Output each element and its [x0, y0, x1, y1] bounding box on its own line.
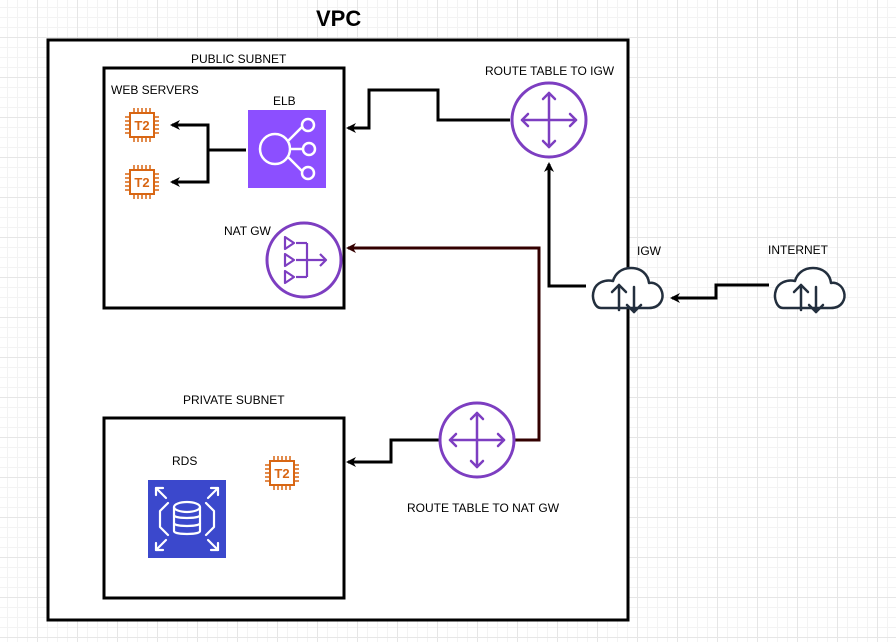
- vpc-title: VPC: [316, 6, 362, 31]
- igw-route-to-public-subnet-connector: [346, 88, 510, 133]
- private-subnet-box: [102, 416, 346, 600]
- igw-to-route-table-connector: [544, 162, 586, 288]
- web-server-2-chip-icon: T2: [124, 164, 160, 200]
- rds-label: RDS: [172, 454, 198, 468]
- route-table-nat-label: ROUTE TABLE TO NAT GW: [407, 501, 560, 515]
- igw-label: IGW: [637, 244, 661, 258]
- web-server-1-label: T2: [134, 118, 149, 133]
- internet-cloud-up-down-icon: [773, 266, 846, 314]
- nat-gw-label: NAT GW: [224, 224, 271, 238]
- nat-gateway-icon: [265, 221, 343, 299]
- route-table-igw-router-icon: [510, 81, 588, 159]
- web-server-2-label: T2: [134, 175, 149, 190]
- route-table-nat-router-icon: [438, 401, 516, 479]
- nat-route-to-private-subnet-connector: [346, 438, 440, 467]
- internet-label: INTERNET: [768, 243, 828, 257]
- web-server-1-chip-icon: T2: [124, 107, 160, 143]
- public-subnet-box: [102, 66, 346, 310]
- internet-to-igw-connector: [670, 283, 769, 303]
- route-table-igw-label: ROUTE TABLE TO IGW: [485, 64, 615, 78]
- web-servers-label: WEB SERVERS: [111, 83, 199, 97]
- private-instance-chip-icon: T2: [264, 455, 300, 491]
- elb-to-webserver1-connector: [170, 120, 246, 152]
- private-instance-label: T2: [274, 466, 289, 481]
- database-icon: [148, 480, 226, 558]
- elb-to-webserver2-connector: [170, 150, 210, 187]
- public-subnet-label: PUBLIC SUBNET: [191, 52, 287, 66]
- private-subnet-label: PRIVATE SUBNET: [183, 393, 285, 407]
- load-balancer-icon: [248, 110, 326, 188]
- nat-route-to-nat-gw-connector: [346, 243, 541, 442]
- elb-label: ELB: [273, 94, 296, 108]
